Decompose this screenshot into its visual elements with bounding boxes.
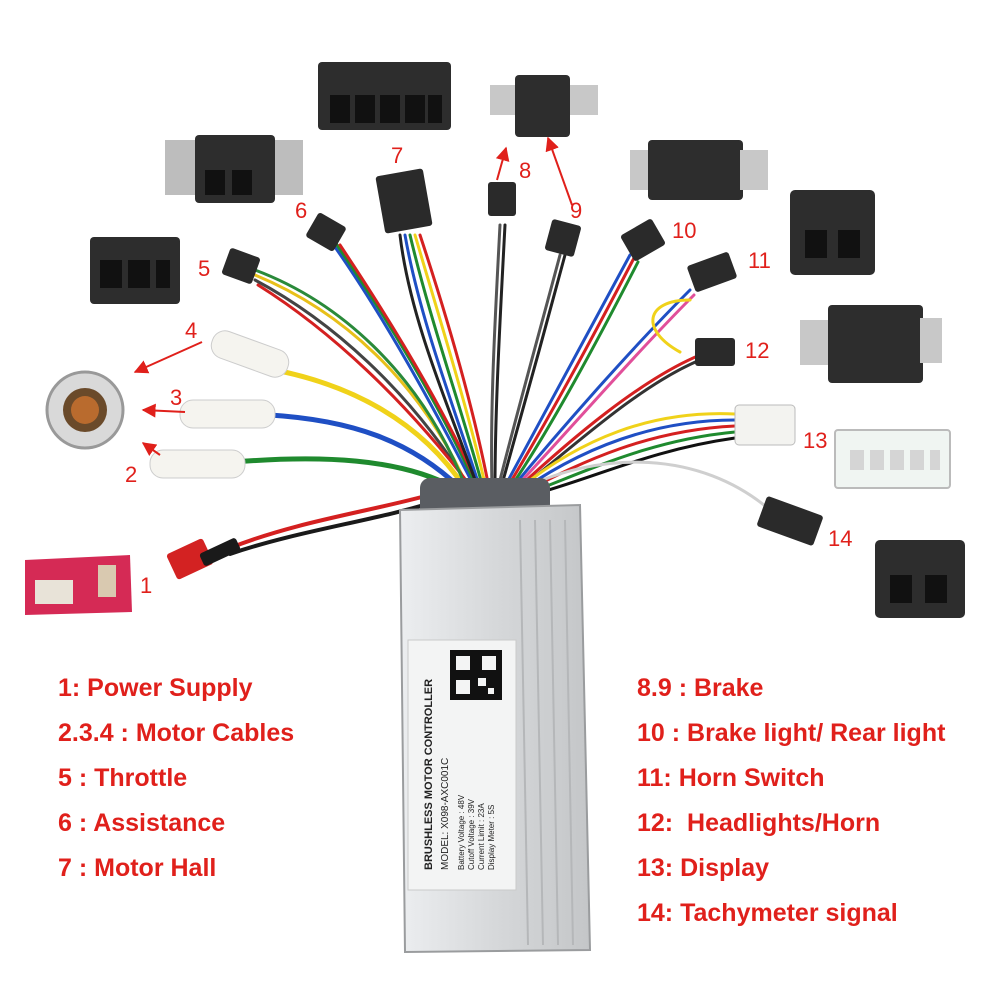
- motor-cable-connector: [179, 399, 276, 429]
- legend-item-throttle: 5 : Throttle: [58, 764, 188, 792]
- brake-housing: [490, 75, 598, 137]
- controller-model: MODEL: X098-AXC001C: [440, 758, 451, 870]
- callout-5: 5: [198, 256, 210, 281]
- headlight-housing: [800, 305, 942, 383]
- controller-cutoff: Cutoff Voltage : 39V: [467, 798, 476, 870]
- motor-socket: [45, 370, 125, 450]
- legend-item-motor-cables: 2.3.4 : Motor Cables: [58, 719, 295, 747]
- callout-8: 8: [519, 158, 531, 183]
- callout-7: 7: [391, 143, 403, 168]
- legend-item-tachymeter: 14: Tachymeter signal: [637, 899, 898, 927]
- motor-cable-connector: [210, 330, 290, 378]
- callout-arrows: [133, 136, 573, 456]
- callout-12: 12: [745, 338, 769, 363]
- motor-hall-housing: [318, 62, 451, 130]
- assistance-housing: [165, 135, 303, 203]
- motor-controller: BRUSHLESS MOTOR CONTROLLER MODEL: X098-A…: [398, 478, 592, 954]
- power-plug: [166, 538, 241, 580]
- callout-4: 4: [185, 318, 197, 343]
- display-housing: [834, 429, 951, 489]
- legend-item-headlights-horn: 12: Headlights/Horn: [637, 809, 881, 837]
- controller-display: Display Meter : 5S: [487, 805, 496, 870]
- mating-connectors: [25, 62, 965, 618]
- callout-6: 6: [295, 198, 307, 223]
- brake-connector-9: [545, 219, 581, 257]
- controller-battery: Battery Voltage : 48V: [457, 794, 466, 870]
- legend-item-display: 13: Display: [637, 854, 770, 882]
- legend-item-motor-hall: 7 : Motor Hall: [58, 854, 217, 882]
- display-connector: [734, 404, 796, 446]
- callout-14: 14: [828, 526, 852, 551]
- assistance-connector: [306, 212, 346, 252]
- controller-current: Current Limit : 23A: [477, 803, 486, 870]
- callout-1: 1: [140, 573, 152, 598]
- throttle-housing: [90, 237, 180, 304]
- legend-item-assistance: 6 : Assistance: [58, 809, 226, 837]
- brake-light-housing: [630, 140, 768, 200]
- brake-connector-8: [488, 182, 516, 216]
- callout-10: 10: [672, 218, 696, 243]
- brake-light-connector: [621, 219, 665, 261]
- motor-cable-connector: [149, 449, 246, 479]
- tachymeter-housing: [875, 540, 965, 618]
- callout-3: 3: [170, 385, 182, 410]
- throttle-connector: [222, 248, 260, 284]
- callout-2: 2: [125, 462, 137, 487]
- controller-title: BRUSHLESS MOTOR CONTROLLER: [423, 679, 435, 870]
- tachymeter-connector: [757, 496, 823, 546]
- wire-bundle: [228, 223, 772, 556]
- callout-13: 13: [803, 428, 827, 453]
- callout-numbers: 1 2 3 4 5 6 7 8 9 10 11 12 13 14: [125, 143, 852, 598]
- callout-11: 11: [748, 248, 771, 273]
- legend-item-power-supply: 1: Power Supply: [58, 674, 253, 702]
- horn-switch-connector: [687, 252, 737, 292]
- legend-item-horn-switch: 11: Horn Switch: [637, 764, 825, 792]
- legend-item-brake: 8.9 : Brake: [637, 674, 764, 702]
- inline-connectors: [149, 168, 823, 580]
- power-socket: [25, 555, 132, 615]
- legend-item-brake-light: 10 : Brake light/ Rear light: [637, 719, 946, 747]
- horn-switch-housing: [790, 190, 875, 275]
- headlight-connector: [695, 338, 735, 366]
- callout-9: 9: [570, 198, 582, 223]
- motor-hall-connector: [375, 168, 433, 234]
